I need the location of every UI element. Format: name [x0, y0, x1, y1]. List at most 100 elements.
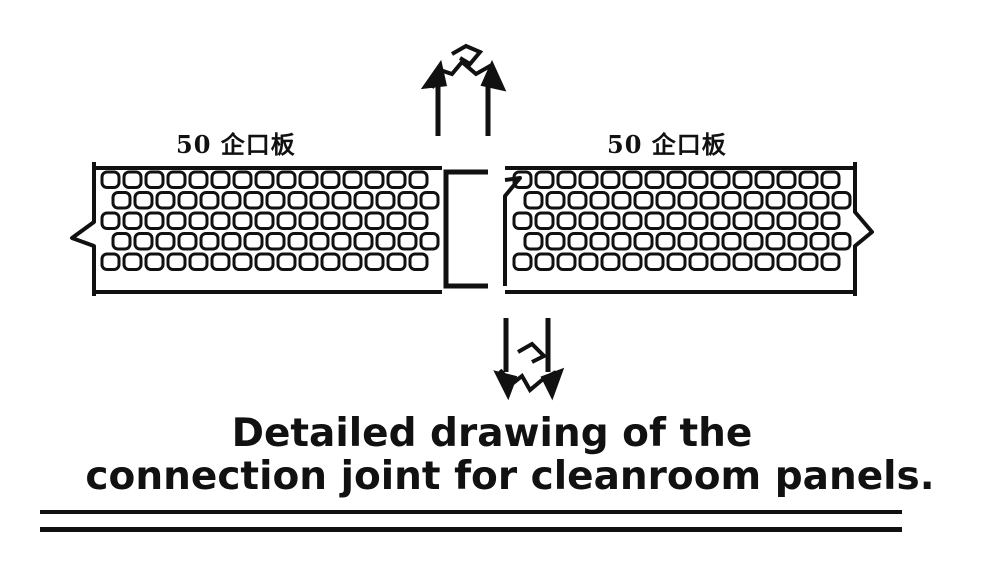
foam-cell	[188, 211, 209, 230]
foam-cell	[633, 232, 654, 251]
foam-cell	[732, 170, 753, 189]
foam-cell	[100, 170, 121, 189]
foam-cell	[644, 252, 665, 271]
foam-cell	[320, 252, 341, 271]
foam-cell	[743, 191, 764, 210]
foam-cell	[578, 211, 599, 230]
foam-cell	[419, 232, 440, 251]
arrow-up-icon	[420, 43, 507, 136]
foam-cell	[688, 252, 709, 271]
foam-cell	[710, 252, 731, 271]
caption-line-1: Detailed drawing of the	[231, 411, 753, 456]
foam-cell	[512, 252, 533, 271]
foam-cell	[820, 211, 841, 230]
foam-cell	[100, 252, 121, 271]
foam-cell	[155, 191, 176, 210]
foam-cell	[809, 232, 830, 251]
foam-cell	[820, 252, 841, 271]
arrow-down-icon	[493, 318, 565, 401]
foam-cell	[545, 232, 566, 251]
foam-cell	[754, 211, 775, 230]
foam-cell	[655, 191, 676, 210]
foam-cell	[155, 232, 176, 251]
right-panel	[503, 162, 874, 296]
foam-cell	[776, 211, 797, 230]
foam-cell	[386, 252, 407, 271]
foam-cell	[408, 252, 429, 271]
foam-cell	[309, 232, 330, 251]
foam-cell	[221, 191, 242, 210]
foam-cell	[512, 211, 533, 230]
foam-cell	[600, 252, 621, 271]
foam-cell	[210, 170, 231, 189]
foam-cell	[276, 211, 297, 230]
foam-cell	[364, 170, 385, 189]
foam-cell	[144, 170, 165, 189]
foam-cell	[798, 170, 819, 189]
c-channel-connector	[443, 169, 488, 289]
left-panel	[70, 162, 442, 296]
foam-cell	[633, 191, 654, 210]
foam-cell	[342, 211, 363, 230]
caption-line-2: connection joint for cleanroom panels.	[85, 454, 935, 499]
foam-cell	[122, 170, 143, 189]
foam-cell	[364, 211, 385, 230]
caption-double-underline	[40, 527, 902, 532]
foam-cell	[111, 232, 132, 251]
foam-cell	[732, 211, 753, 230]
foam-cell	[386, 170, 407, 189]
foam-cell	[408, 211, 429, 230]
foam-cell	[122, 211, 143, 230]
foam-cell	[287, 191, 308, 210]
foam-cell	[677, 191, 698, 210]
foam-cell	[166, 252, 187, 271]
foam-cell	[375, 191, 396, 210]
foam-cell	[677, 232, 698, 251]
foam-cell	[776, 252, 797, 271]
foam-cell	[523, 191, 544, 210]
foam-cell	[353, 191, 374, 210]
foam-cell	[688, 170, 709, 189]
foam-cell	[210, 211, 231, 230]
foam-cell	[397, 191, 418, 210]
foam-cell	[567, 191, 588, 210]
foam-cell	[309, 191, 330, 210]
foam-cell	[199, 191, 220, 210]
foam-cell	[232, 211, 253, 230]
foam-cell	[221, 232, 242, 251]
foam-cell	[655, 232, 676, 251]
foam-cell	[754, 170, 775, 189]
foam-cell	[622, 211, 643, 230]
foam-cell	[534, 170, 555, 189]
foam-cell	[133, 232, 154, 251]
foam-cell	[298, 211, 319, 230]
foam-cell	[210, 252, 231, 271]
left-panel-label: 50 企口板	[176, 130, 296, 159]
foam-cell	[512, 170, 533, 189]
foam-cell	[397, 232, 418, 251]
foam-cell	[831, 232, 852, 251]
foam-cell	[644, 211, 665, 230]
foam-cell	[611, 232, 632, 251]
foam-cell	[831, 191, 852, 210]
foam-cell	[732, 252, 753, 271]
foam-cell	[666, 170, 687, 189]
foam-cell	[342, 252, 363, 271]
foam-cell	[765, 232, 786, 251]
foam-cell	[820, 170, 841, 189]
foam-cell	[243, 191, 264, 210]
foam-cell	[556, 170, 577, 189]
foam-cell	[754, 252, 775, 271]
foam-cell	[122, 252, 143, 271]
foam-cell	[666, 211, 687, 230]
foam-cell	[787, 232, 808, 251]
foam-cell	[298, 252, 319, 271]
foam-cell	[419, 191, 440, 210]
foam-cell	[265, 232, 286, 251]
foam-cell	[534, 252, 555, 271]
foam-cell	[100, 211, 121, 230]
foam-cell	[765, 191, 786, 210]
foam-cell	[523, 232, 544, 251]
foam-cell	[545, 191, 566, 210]
left-foam-core	[100, 170, 440, 271]
